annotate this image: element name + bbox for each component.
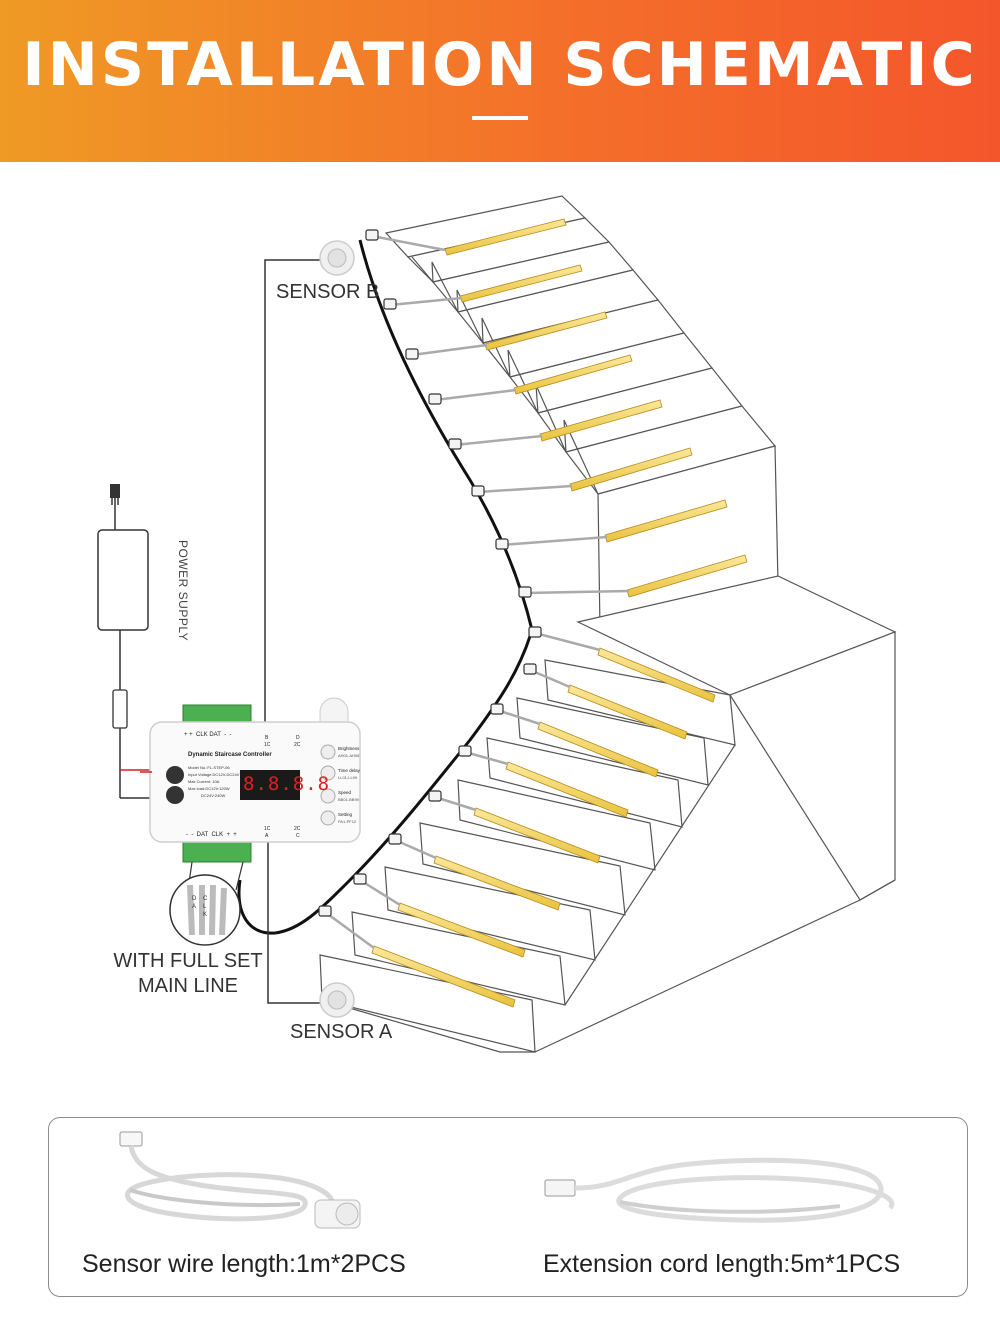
page-title: INSTALLATION SCHEMATIC — [22, 30, 978, 100]
power-supply-label: POWER SUPPLY — [176, 540, 190, 642]
power-supply-icon — [97, 484, 152, 799]
main-line-label-2: MAIN LINE — [137, 975, 239, 997]
wire-label: D — [192, 896, 197, 902]
controller-button-sub: AH01-AH08 — [338, 753, 360, 758]
wire-label: A — [192, 904, 197, 910]
controller-name: Dynamic Staircase Controller — [188, 752, 272, 758]
title-underline — [472, 116, 528, 120]
controller-spec: Max load:DC12V:120W — [188, 786, 230, 791]
controller-spec: Model No.:FL-STEP-06 — [188, 765, 230, 770]
staircase-diagram — [97, 195, 897, 1053]
wire-label: K — [203, 912, 208, 918]
controller-button-label: Speed — [338, 790, 352, 795]
port-1c-label: 1C — [264, 742, 271, 748]
port-2c-label: 2C — [294, 742, 301, 748]
wire-connectors — [318, 229, 542, 917]
lower-flight — [319, 659, 896, 1053]
sensor-wire-image — [119, 1131, 361, 1229]
controller-device — [140, 697, 361, 863]
port-d-label: D — [296, 735, 300, 741]
branch-wires — [324, 234, 630, 950]
sensor-a-label: SENSOR A — [290, 1021, 393, 1043]
sensor-b-label: SENSOR B — [276, 281, 380, 303]
port-1c-a-label: 1C — [264, 826, 271, 832]
controller-spec: Input Voltage:DC12V-DC24V — [188, 772, 240, 777]
controller-button-sub: LL01-LL99 — [338, 775, 358, 780]
port-a-label: A — [265, 833, 269, 839]
controller-button-sub: PA1-PF12 — [338, 819, 357, 824]
sensor-b-icon — [319, 240, 355, 276]
accessories-panel — [48, 1117, 968, 1297]
wire-label: L — [203, 904, 207, 910]
led-strips — [371, 218, 748, 1008]
port-b-label: B — [265, 735, 269, 741]
controller-button-label: Time delay — [338, 768, 360, 773]
controller-button-sub: BB01-BB99 — [338, 797, 359, 802]
wire-label: C — [203, 896, 208, 902]
sensor-a-icon — [319, 982, 355, 1018]
sensor-lines — [264, 259, 322, 1004]
controller-bottom-terminal-label: - - DAT CLK + + — [186, 832, 237, 838]
header-banner: INSTALLATION SCHEMATIC — [0, 0, 1000, 162]
controller-spec: DC24V:240W — [201, 793, 226, 798]
controller-top-terminal-label: + + CLK DAT - - — [184, 732, 232, 738]
controller-display: 8.8.8.8 — [243, 773, 331, 795]
wire-bundle-closeup — [169, 861, 244, 946]
port-2c-c-label: 2C — [294, 826, 301, 832]
landing — [576, 575, 897, 901]
sensor-wire-caption: Sensor wire length:1m*2PCS — [82, 1250, 406, 1278]
extension-cord-image — [544, 1157, 895, 1223]
extension-cord-caption: Extension cord length:5m*1PCS — [543, 1250, 901, 1278]
controller-button-label: Brightness — [338, 746, 360, 751]
main-line-label-1: WITH FULL SET — [113, 950, 263, 972]
controller-spec: Max Current: 10A — [188, 779, 220, 784]
controller-button-label: Setting — [338, 812, 353, 817]
port-c-label: C — [296, 833, 300, 839]
